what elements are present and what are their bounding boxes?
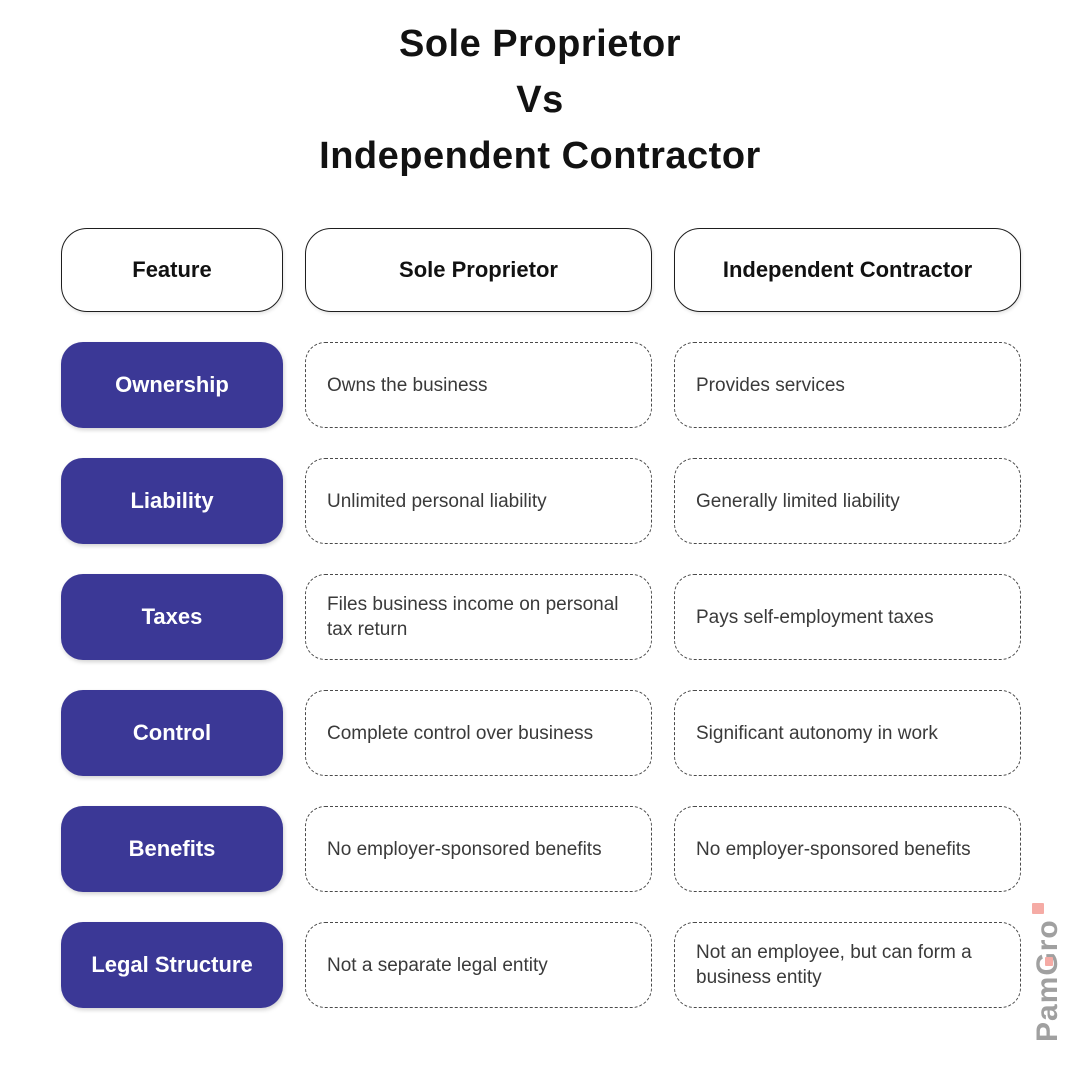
feature-legal-structure: Legal Structure xyxy=(61,922,283,1008)
feature-liability: Liability xyxy=(61,458,283,544)
feature-ownership: Ownership xyxy=(61,342,283,428)
cell-ownership-independent: Provides services xyxy=(674,342,1021,428)
header-independent-contractor: Independent Contractor xyxy=(674,228,1021,312)
brand-watermark: PamGro xyxy=(1031,903,1065,1042)
title-line-3: Independent Contractor xyxy=(319,135,761,177)
cell-liability-independent: Generally limited liability xyxy=(674,458,1021,544)
cell-ownership-sole: Owns the business xyxy=(305,342,652,428)
brand-name: PamGro xyxy=(1031,919,1064,1042)
cell-control-independent: Significant autonomy in work xyxy=(674,690,1021,776)
cell-benefits-sole: No employer-sponsored benefits xyxy=(305,806,652,892)
cell-control-sole: Complete control over business xyxy=(305,690,652,776)
cell-legal-structure-independent: Not an employee, but can form a business… xyxy=(674,922,1021,1008)
feature-benefits: Benefits xyxy=(61,806,283,892)
brand-g-accent-square-icon xyxy=(1045,957,1053,966)
page-title: Sole Proprietor Vs Independent Contracto… xyxy=(0,16,1080,184)
title-line-2: Vs xyxy=(516,79,564,121)
brand-accent-square-icon xyxy=(1032,903,1044,915)
header-feature: Feature xyxy=(61,228,283,312)
cell-taxes-independent: Pays self-employment taxes xyxy=(674,574,1021,660)
feature-taxes: Taxes xyxy=(61,574,283,660)
cell-legal-structure-sole: Not a separate legal entity xyxy=(305,922,652,1008)
cell-taxes-sole: Files business income on personal tax re… xyxy=(305,574,652,660)
feature-control: Control xyxy=(61,690,283,776)
cell-benefits-independent: No employer-sponsored benefits xyxy=(674,806,1021,892)
title-line-1: Sole Proprietor xyxy=(399,23,681,65)
header-sole-proprietor: Sole Proprietor xyxy=(305,228,652,312)
cell-liability-sole: Unlimited personal liability xyxy=(305,458,652,544)
comparison-table: Feature Sole Proprietor Independent Cont… xyxy=(61,228,1021,1008)
